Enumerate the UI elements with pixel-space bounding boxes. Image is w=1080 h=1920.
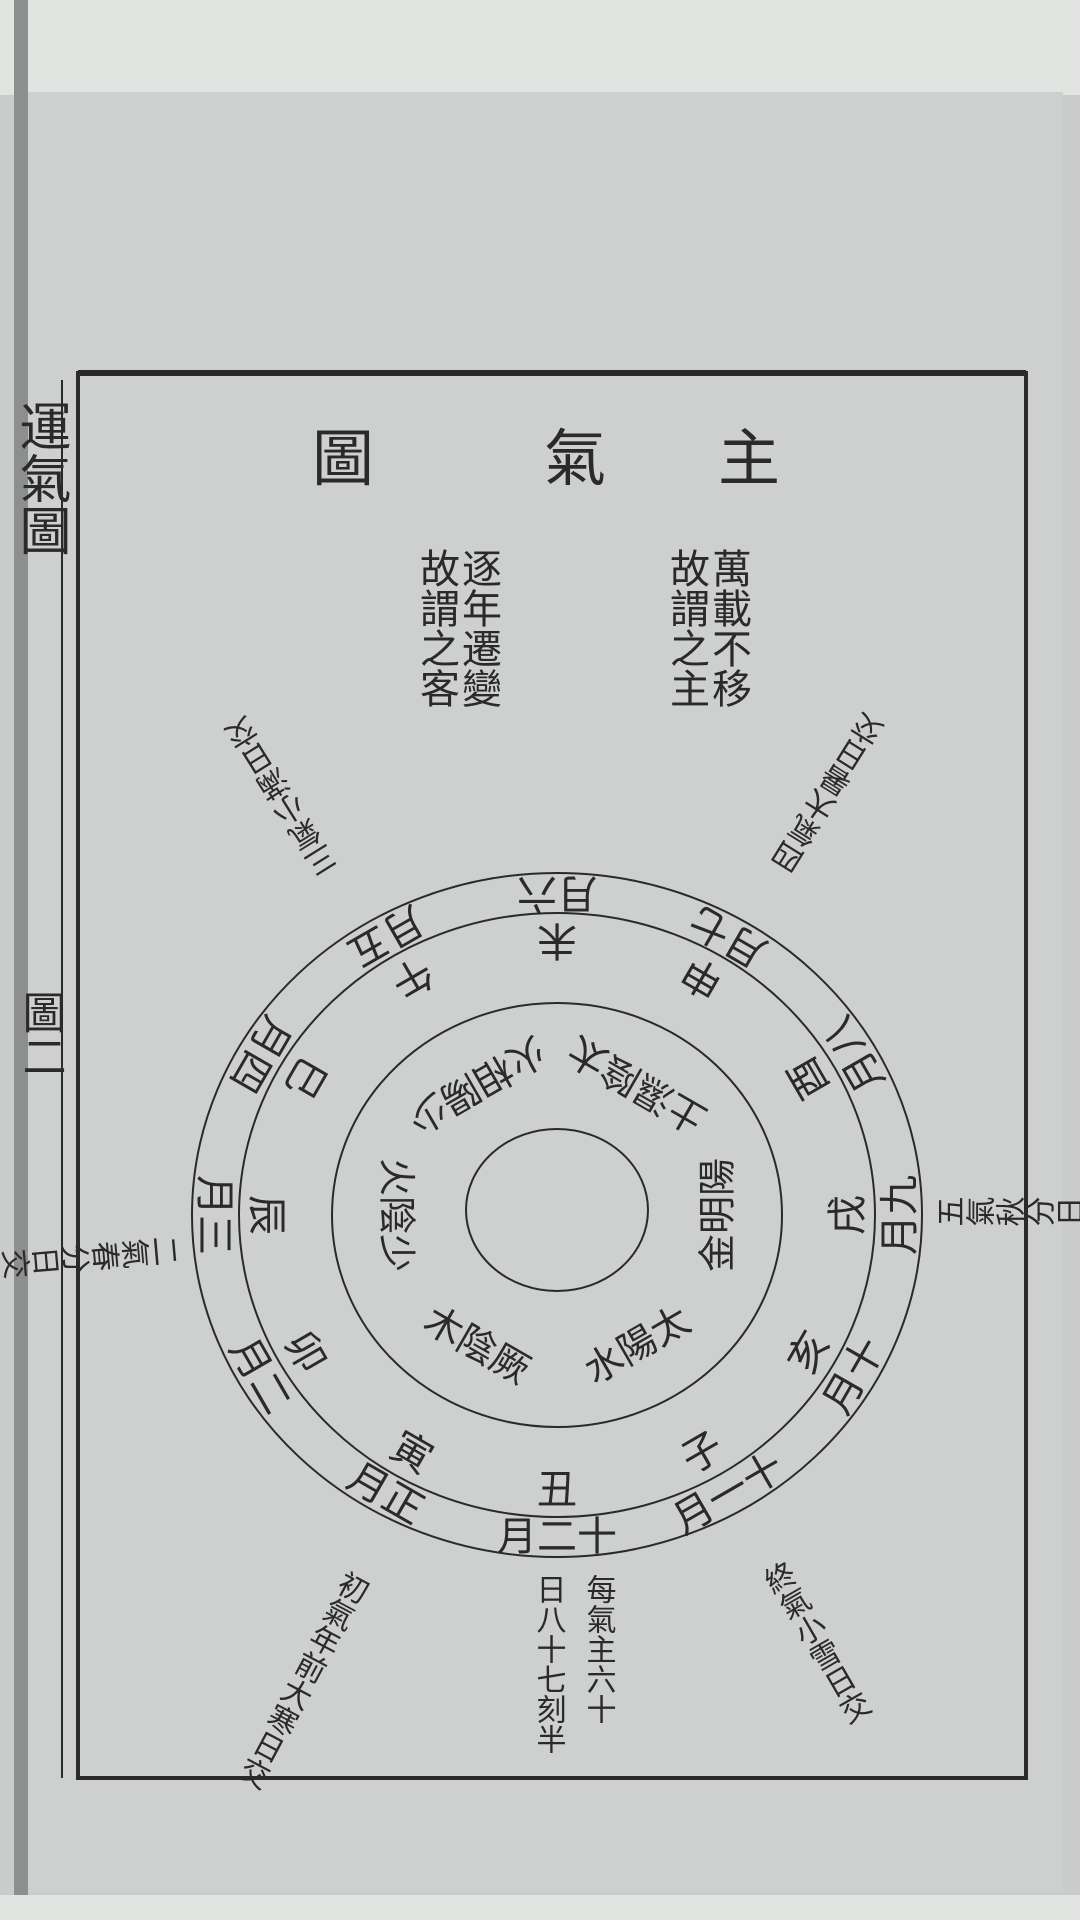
inner-ring <box>331 1002 783 1428</box>
six-qi-label-group: 少陰火 <box>375 1158 419 1272</box>
phase-label: 四氣大暑日交 <box>767 709 892 881</box>
footer-note-line1: 每氣主六十 <box>581 1574 616 1724</box>
title-char-1: 主 <box>718 422 780 495</box>
month-label-group: 六月 <box>517 870 597 916</box>
branch-label-group: 丑 <box>537 1467 577 1513</box>
phase-label-group: 五氣秋分日交 <box>935 1197 1080 1233</box>
phase-label-group: 二氣春分日交 <box>0 1229 182 1280</box>
title-char-2: 氣 <box>544 422 606 495</box>
book-page <box>28 92 1063 1892</box>
branch-label: 未 <box>537 917 577 963</box>
phase-label: 三氣小滿日交 <box>221 709 347 881</box>
outer-ring <box>191 872 923 1558</box>
host-note-line1: 萬載不移 <box>705 548 751 708</box>
month-label: 十二月 <box>497 1514 617 1560</box>
phase-label-group: 終氣小雪日交 <box>754 1556 875 1730</box>
month-label: 三月 <box>191 1175 237 1255</box>
month-label-group: 九月 <box>877 1175 923 1255</box>
scan-bottom-margin <box>0 1895 1080 1920</box>
six-qi-label: 少陰火 <box>375 1158 419 1272</box>
six-qi-label: 厥陰木 <box>416 1298 537 1393</box>
guest-note-line1: 逐年遷變 <box>455 548 501 708</box>
branch-label: 戌 <box>825 1195 871 1235</box>
six-qi-label-group: 陽明金 <box>695 1158 739 1272</box>
middle-ring <box>238 912 876 1518</box>
month-label: 六月 <box>517 870 597 916</box>
month-label-group: 十二月 <box>497 1514 617 1560</box>
six-qi-label: 太陽水 <box>577 1298 698 1393</box>
branch-label-group: 未 <box>537 917 577 963</box>
branch-label-group: 辰 <box>243 1195 289 1235</box>
title-char-3: 圖 <box>312 422 374 495</box>
host-note-line2: 故謂之主 <box>663 548 709 708</box>
phase-label-group: 四氣大暑日交 <box>767 709 892 881</box>
six-qi-label-group: 太陽水 <box>577 1298 698 1393</box>
book-spine <box>14 0 28 1920</box>
month-label: 九月 <box>877 1175 923 1255</box>
six-qi-label: 陽明金 <box>695 1158 739 1272</box>
phase-label: 初氣年前大寒日交 <box>229 1564 373 1793</box>
branch-label: 丑 <box>537 1467 577 1513</box>
phase-label-group: 初氣年前大寒日交 <box>229 1564 373 1793</box>
footer-note-line2: 日八十七刻半 <box>531 1574 567 1754</box>
phase-label: 二氣春分日交 <box>0 1229 182 1280</box>
scan-top-margin <box>0 0 1080 95</box>
margin-page-label: 圖二 <box>15 990 66 1078</box>
guest-note-line2: 故謂之客 <box>413 548 459 708</box>
branch-label: 辰 <box>243 1195 289 1235</box>
phase-label: 五氣秋分日交 <box>935 1197 1080 1233</box>
phase-label: 終氣小雪日交 <box>754 1556 875 1730</box>
branch-label-group: 戌 <box>825 1195 871 1235</box>
six-qi-label-group: 厥陰木 <box>416 1298 537 1393</box>
center-circle <box>465 1128 649 1292</box>
phase-label-group: 三氣小滿日交 <box>221 709 347 881</box>
month-label-group: 三月 <box>191 1175 237 1255</box>
margin-book-title: 運氣圖 <box>10 400 70 556</box>
